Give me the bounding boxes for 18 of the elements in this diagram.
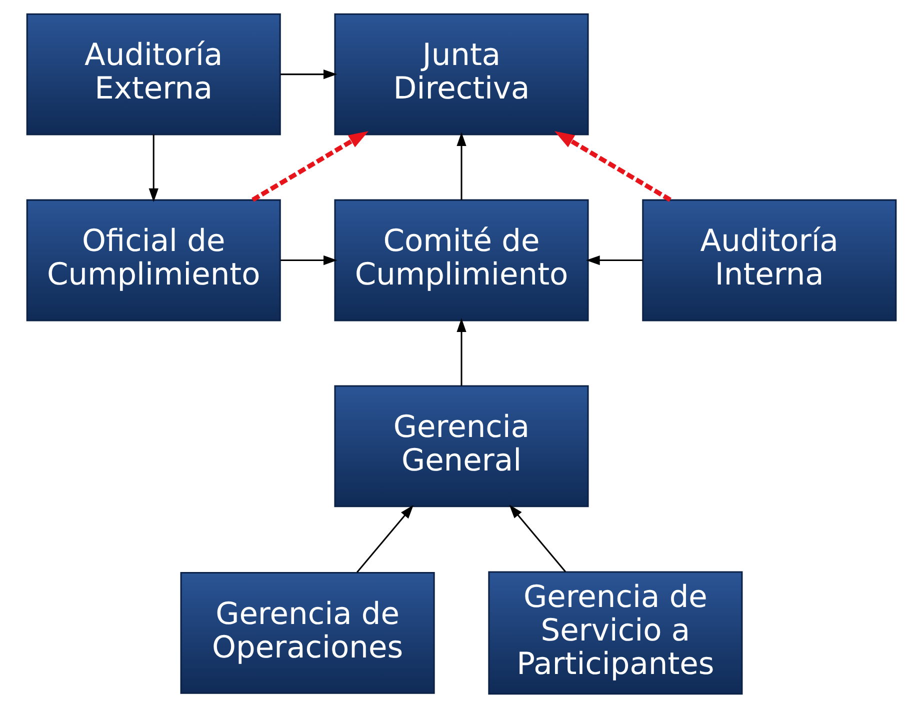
node-box: Oficial de Cumplimiento — [26, 199, 281, 322]
arrow — [280, 70, 338, 80]
node-box: Auditoría Interna — [642, 199, 897, 322]
arrow — [252, 131, 369, 202]
node-box: Junta Directiva — [334, 13, 589, 136]
arrow — [148, 134, 158, 202]
node-box: Auditoría Externa — [26, 13, 281, 136]
arrow — [554, 131, 672, 202]
arrow — [509, 504, 566, 572]
arrow — [586, 255, 643, 266]
arrow — [356, 504, 414, 573]
arrow — [456, 132, 466, 200]
node-box: Comité de Cumplimiento — [334, 199, 589, 322]
node-box: Gerencia de Servicio a Participantes — [488, 571, 743, 695]
node-box: Gerencia General — [334, 385, 589, 508]
arrow — [280, 255, 338, 266]
arrow — [456, 318, 466, 386]
node-box: Gerencia de Operaciones — [180, 572, 435, 694]
